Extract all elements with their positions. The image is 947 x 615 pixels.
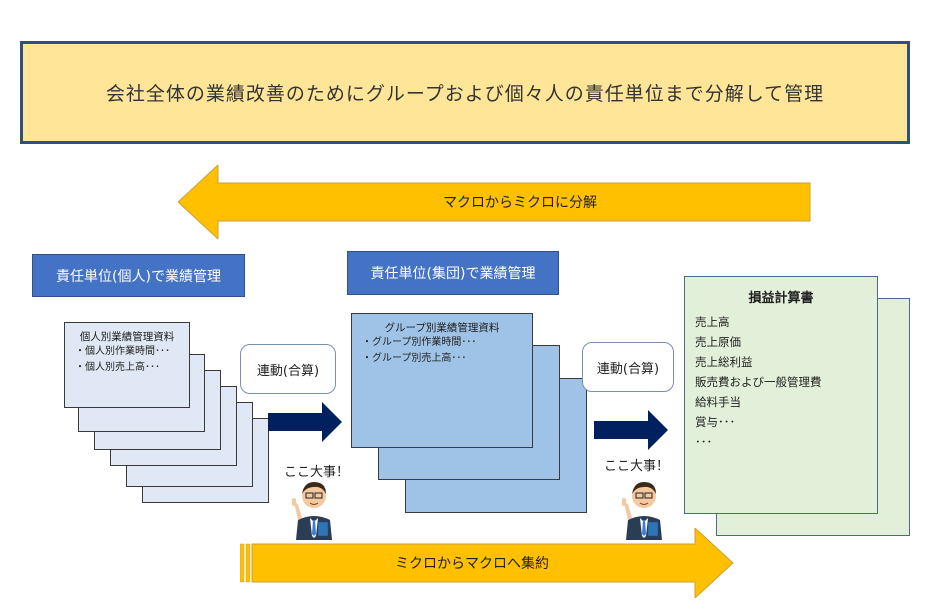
individual-header-label: 責任単位(個人)で業績管理	[56, 268, 221, 285]
pl-item: 売上原価	[695, 335, 741, 349]
pl-title: 損益計算書	[748, 291, 814, 306]
group-doc-title: グループ別業績管理資料	[384, 322, 500, 334]
link-bubble-2-label: 連動(合算)	[596, 361, 660, 377]
pl-item: 賞与･･･	[695, 415, 736, 429]
aggregate-label: ミクロからマクロへ集約	[395, 556, 549, 572]
important-note-1: ここ大事！	[284, 465, 350, 480]
businessman-icon	[292, 482, 332, 540]
individual-doc-item: ・個人別売上高･･･	[75, 362, 160, 373]
important-note-2: ここ大事！	[604, 459, 670, 474]
link-bubble-1: 連動(合算)	[240, 344, 336, 394]
link-arrow-1	[268, 402, 342, 442]
decompose-arrow	[178, 165, 811, 239]
headline-text: 会社全体の業績改善のためにグループおよび個々人の責任単位まで分解して管理	[105, 83, 825, 105]
pl-item: 販売費および一般管理費	[695, 375, 822, 389]
pl-item: ･･･	[695, 435, 713, 449]
pl-item: 売上高	[695, 315, 730, 329]
link-bubble-2: 連動(合算)	[582, 342, 674, 392]
aggregate-arrow	[240, 528, 734, 598]
group-header-label: 責任単位(集団)で業績管理	[370, 266, 536, 282]
pl-item: 給料手当	[695, 395, 741, 409]
group-header: 責任単位(集団)で業績管理	[347, 251, 559, 295]
group-doc-front: グループ別業績管理資料 ・グループ別作業時間･･･ ・グループ別売上高･･･	[351, 313, 533, 448]
link-arrow-2	[594, 410, 668, 450]
pl-doc-front: 損益計算書 売上高 売上原価 売上総利益 販売費および一般管理費 給料手当 賞与…	[684, 276, 878, 514]
headline-banner: 会社全体の業績改善のためにグループおよび個々人の責任単位まで分解して管理	[20, 41, 910, 144]
pl-item: 売上総利益	[695, 355, 753, 369]
group-doc-item: ・グループ別売上高･･･	[362, 353, 467, 364]
group-doc-item: ・グループ別作業時間･･･	[362, 337, 477, 348]
individual-doc-item: ・個人別作業時間･･･	[75, 346, 170, 357]
decompose-label: マクロからミクロに分解	[443, 195, 597, 211]
individual-header: 責任単位(個人)で業績管理	[32, 254, 245, 297]
individual-doc-front: 個人別業績管理資料 ・個人別作業時間･･･ ・個人別売上高･･･	[64, 322, 190, 408]
businessman-icon	[622, 482, 662, 540]
individual-doc-title: 個人別業績管理資料	[79, 331, 175, 343]
link-bubble-1-label: 連動(合算)	[256, 363, 320, 379]
